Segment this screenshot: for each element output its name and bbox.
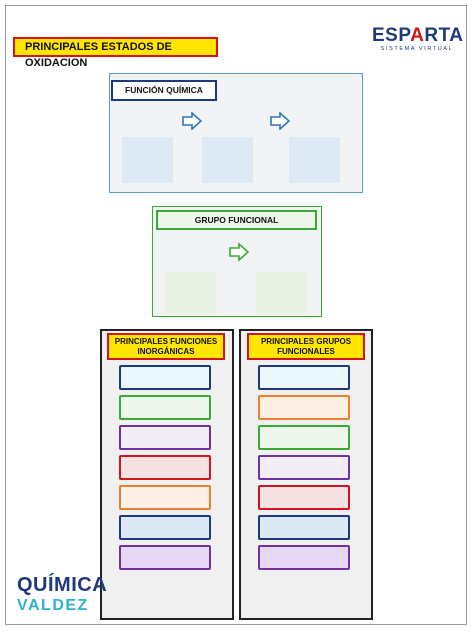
grupo-funcional-slot-1: [258, 365, 350, 390]
grupo-funcional-slot-5: [258, 485, 350, 510]
grupo-box-1: [166, 272, 216, 314]
grupos-funcionales-header: PRINCIPALES GRUPOS FUNCIONALES: [247, 333, 365, 360]
page-frame: [5, 5, 467, 625]
arrow-right-icon: [270, 112, 290, 130]
grupo-funcional-label: GRUPO FUNCIONAL: [156, 210, 317, 230]
grupo-box-2: [256, 272, 306, 314]
valdez-logo-text: VALDEZ: [17, 597, 89, 614]
page-title: PRINCIPALES ESTADOS DE OXIDACION: [13, 37, 218, 69]
funcion-box-1: [122, 137, 173, 183]
funciones-inorganicas-header: PRINCIPALES FUNCIONES INORGÁNICAS: [107, 333, 225, 360]
brand-tagline: SISTEMA VIRTUAL: [380, 46, 454, 52]
brand-logo: ESPARTA SISTEMA VIRTUAL: [372, 25, 464, 56]
funcion-inorganica-slot-6: [119, 515, 211, 540]
arrow-right-icon: [229, 243, 249, 261]
funcion-box-3: [289, 137, 340, 183]
arrow-right-icon: [182, 112, 202, 130]
grupo-funcional-slot-7: [258, 545, 350, 570]
grupo-funcional-slot-2: [258, 395, 350, 420]
grupo-funcional-slot-6: [258, 515, 350, 540]
brand-name-suffix: RTA: [424, 25, 464, 46]
funcion-inorganica-slot-1: [119, 365, 211, 390]
funcion-inorganica-slot-3: [119, 425, 211, 450]
funcion-box-2: [202, 137, 253, 183]
grupo-funcional-slot-4: [258, 455, 350, 480]
brand-name-accent: A: [410, 25, 425, 46]
funcion-inorganica-slot-5: [119, 485, 211, 510]
brand-name-prefix: ESP: [372, 25, 411, 46]
funcion-inorganica-slot-4: [119, 455, 211, 480]
funcion-inorganica-slot-2: [119, 395, 211, 420]
brand-name: ESPARTA: [372, 25, 464, 46]
funcion-quimica-label: FUNCIÓN QUÍMICA: [111, 80, 217, 101]
quimica-logo-text: QUÍMICA: [17, 574, 108, 596]
grupo-funcional-slot-3: [258, 425, 350, 450]
funcion-inorganica-slot-7: [119, 545, 211, 570]
